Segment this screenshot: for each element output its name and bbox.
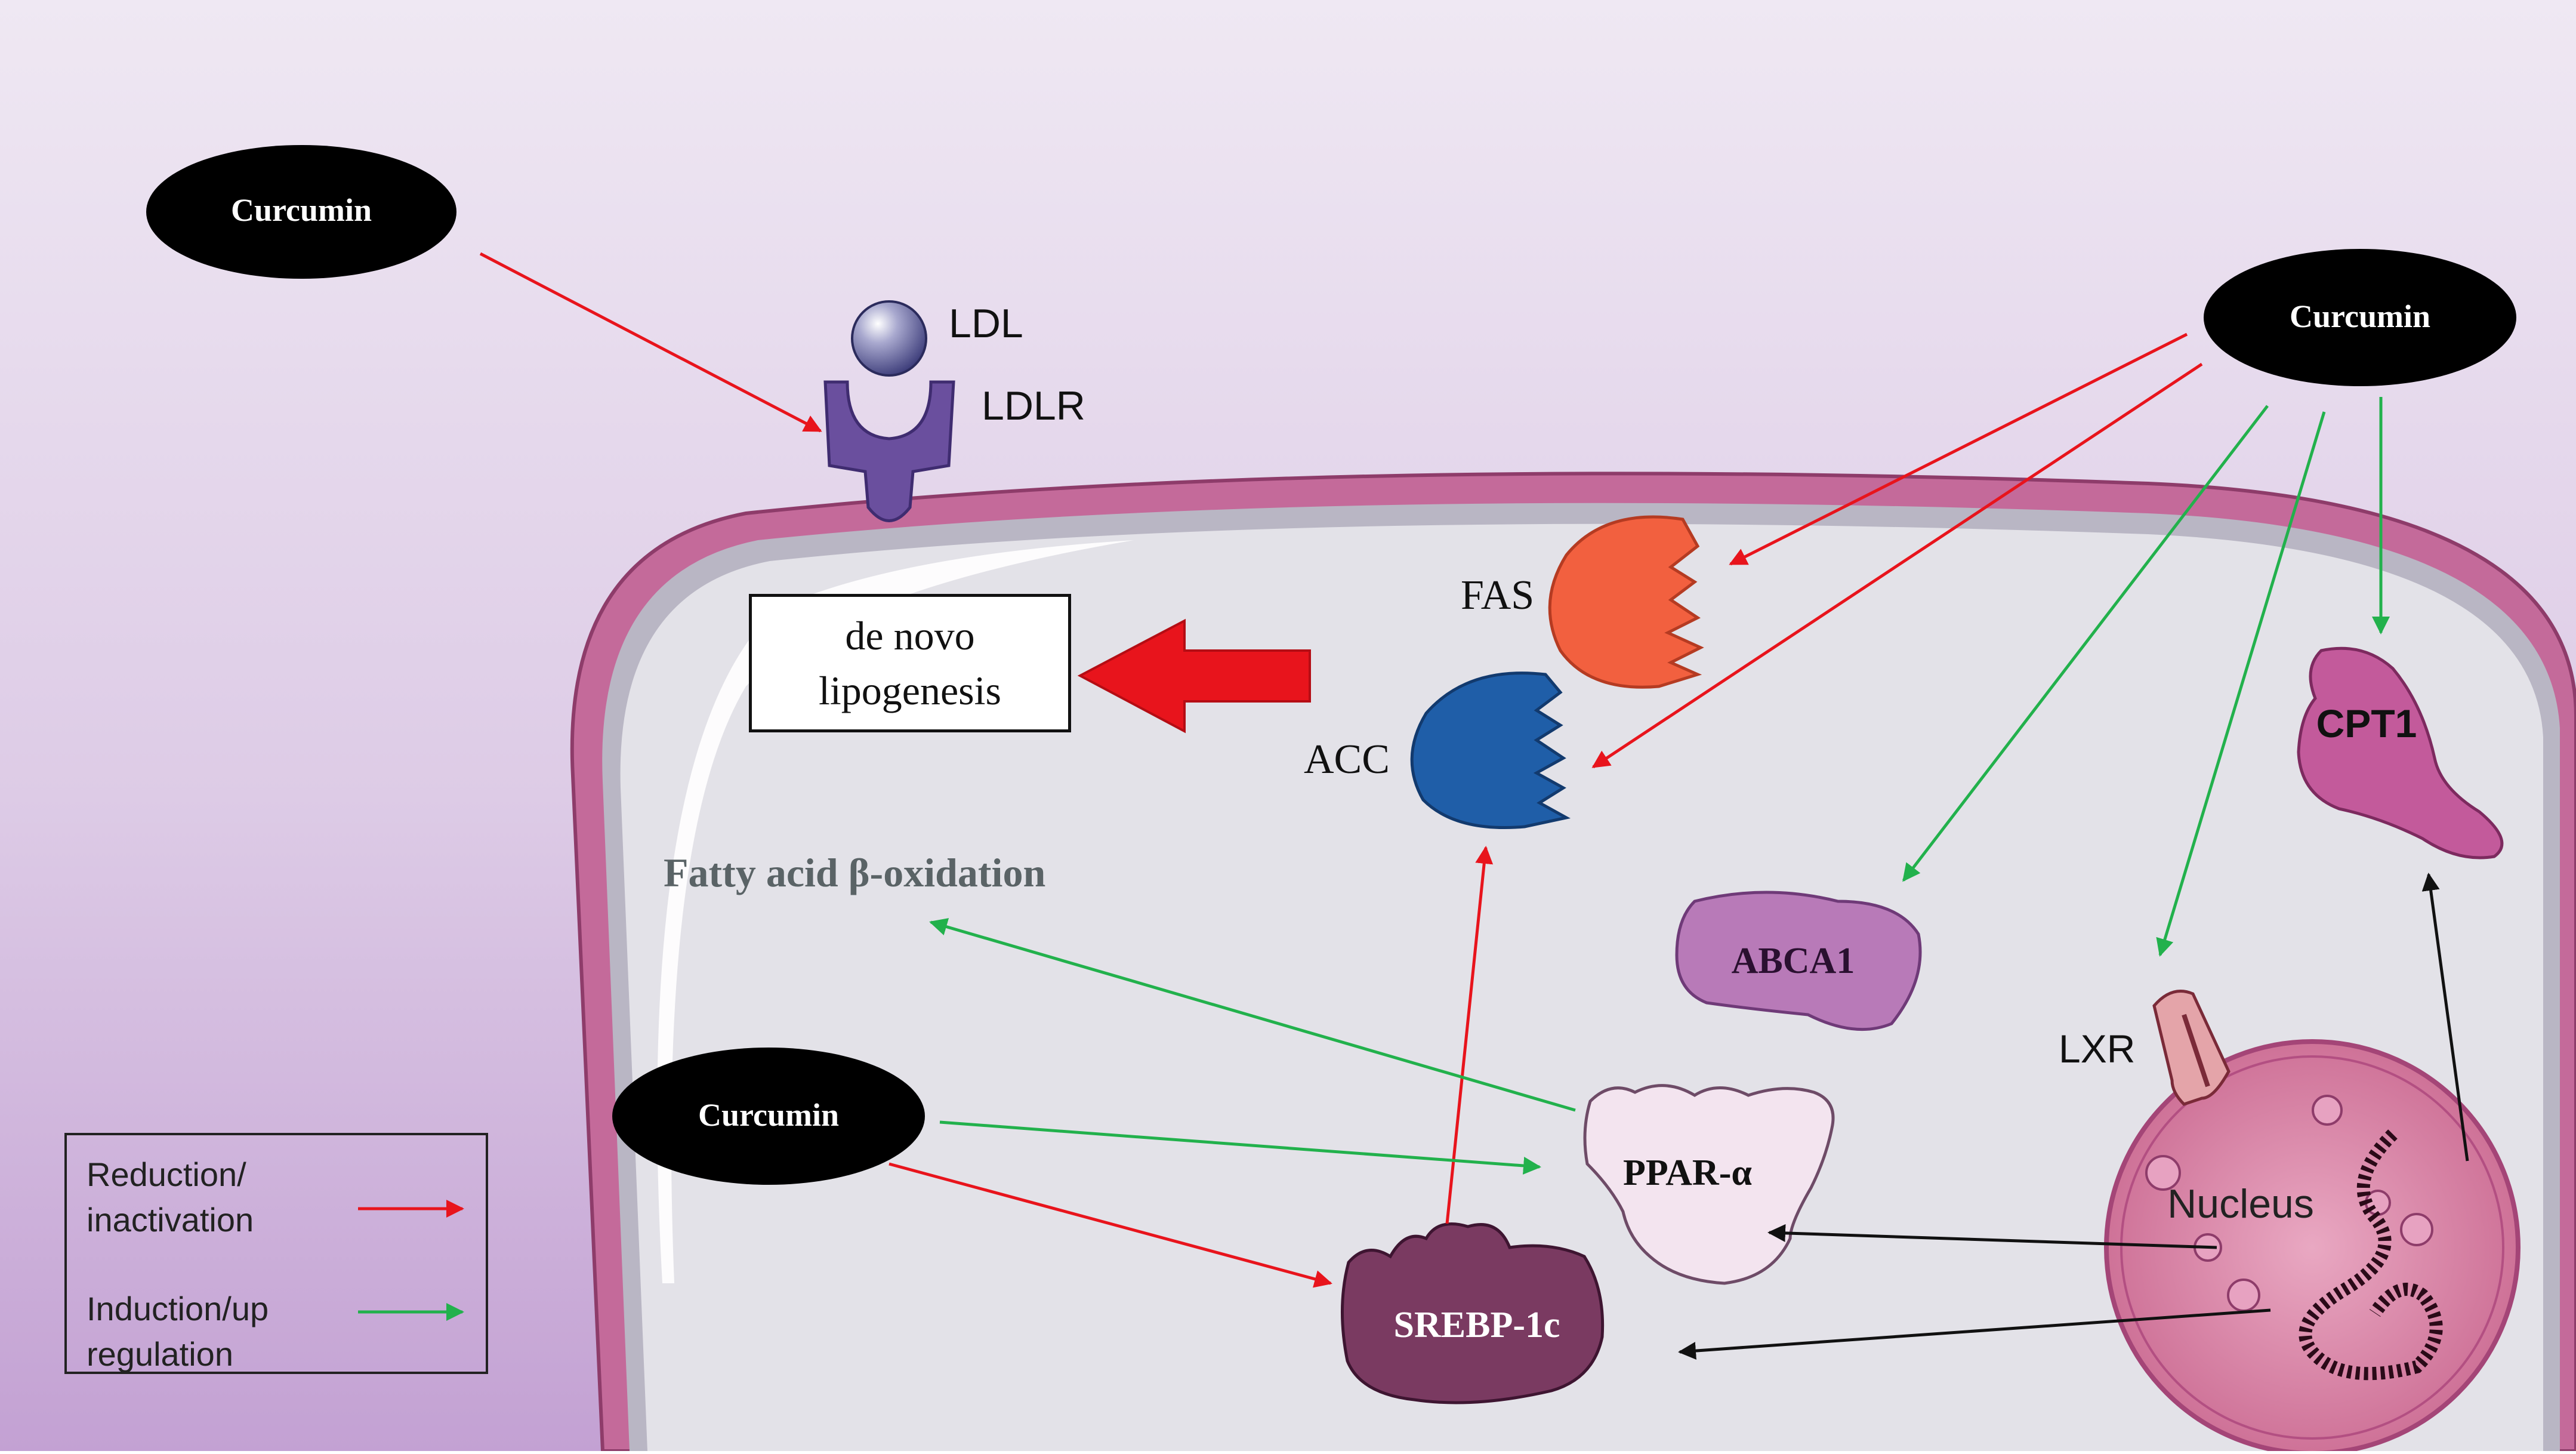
nucleus-envelope [2120,1055,2504,1440]
curcumin-top-right [2204,249,2516,386]
de-novo-lipogenesis-box: de novo lipogenesis [749,594,1071,732]
fas-enzyme [1548,515,1704,689]
arrow-curcumin-to-ldlr [479,252,822,433]
arrow-curcumin-to-abca1 [1902,405,2269,882]
arrow-nucleus-to-srebp [1678,1308,2271,1360]
ldlr-receptor [823,380,955,522]
arrow-nucleus-to-ppar [1767,1224,2217,1249]
abca1-protein [1675,891,1922,1031]
curcumin-bottom-left [612,1048,925,1185]
curcumin-top-right-label: Curcumin [2290,298,2430,334]
curcumin-top-left [146,145,456,279]
legend-box [64,1133,488,1374]
de-novo-line2: lipogenesis [819,668,1001,713]
ldl-particle [851,300,927,377]
fas-label: FAS [1461,572,1534,618]
nucleus-pores [2145,1095,2433,1312]
curcumin-top-left-label: Curcumin [231,192,372,228]
arrow-curcumin-to-lxr [2156,411,2326,957]
abca1-label: ABCA1 [1732,941,1855,981]
cpt1-label: CPT1 [2316,701,2417,746]
acc-enzyme [1410,671,1571,830]
lxr-receptor [2152,990,2231,1106]
de-novo-line1: de novo [845,613,975,658]
legend-induction-label: Induction/up regulation [87,1290,269,1373]
curcumin-bottom-left-label: Curcumin [698,1097,839,1133]
arrow-curcumin-to-ppar [939,1120,1541,1175]
lxr-label: LXR [2059,1027,2135,1071]
legend-reduction-label: Reduction/ inactivation [87,1156,254,1239]
fatty-acid-oxidation-label: Fatty acid β-oxidation [664,850,1045,895]
cytoplasm [620,523,2543,1452]
ldl-label: LDL [949,301,1023,346]
arrow-nucleus-to-cpt1 [2421,873,2469,1162]
ppar-alpha-label: PPAR-α [1623,1153,1752,1193]
srebp-1c-protein [1340,1222,1605,1404]
arrow-curcumin-to-fas [1729,332,2188,566]
arrow-ppar-to-beta-oxidation [929,918,1576,1112]
cpt1-protein [2297,646,2504,860]
arrow-curcumin-to-srebp [889,1162,1332,1288]
ldlr-label: LDLR [982,383,1085,429]
dna-strand [2299,1129,2443,1381]
acc-label: ACC [1304,737,1390,783]
nucleus-label: Nucleus [2167,1181,2314,1227]
lipogenesis-big-arrow [1077,618,1311,734]
arrow-curcumin-to-acc [1591,362,2203,769]
srebp-1c-label: SREBP-1c [1394,1305,1560,1345]
